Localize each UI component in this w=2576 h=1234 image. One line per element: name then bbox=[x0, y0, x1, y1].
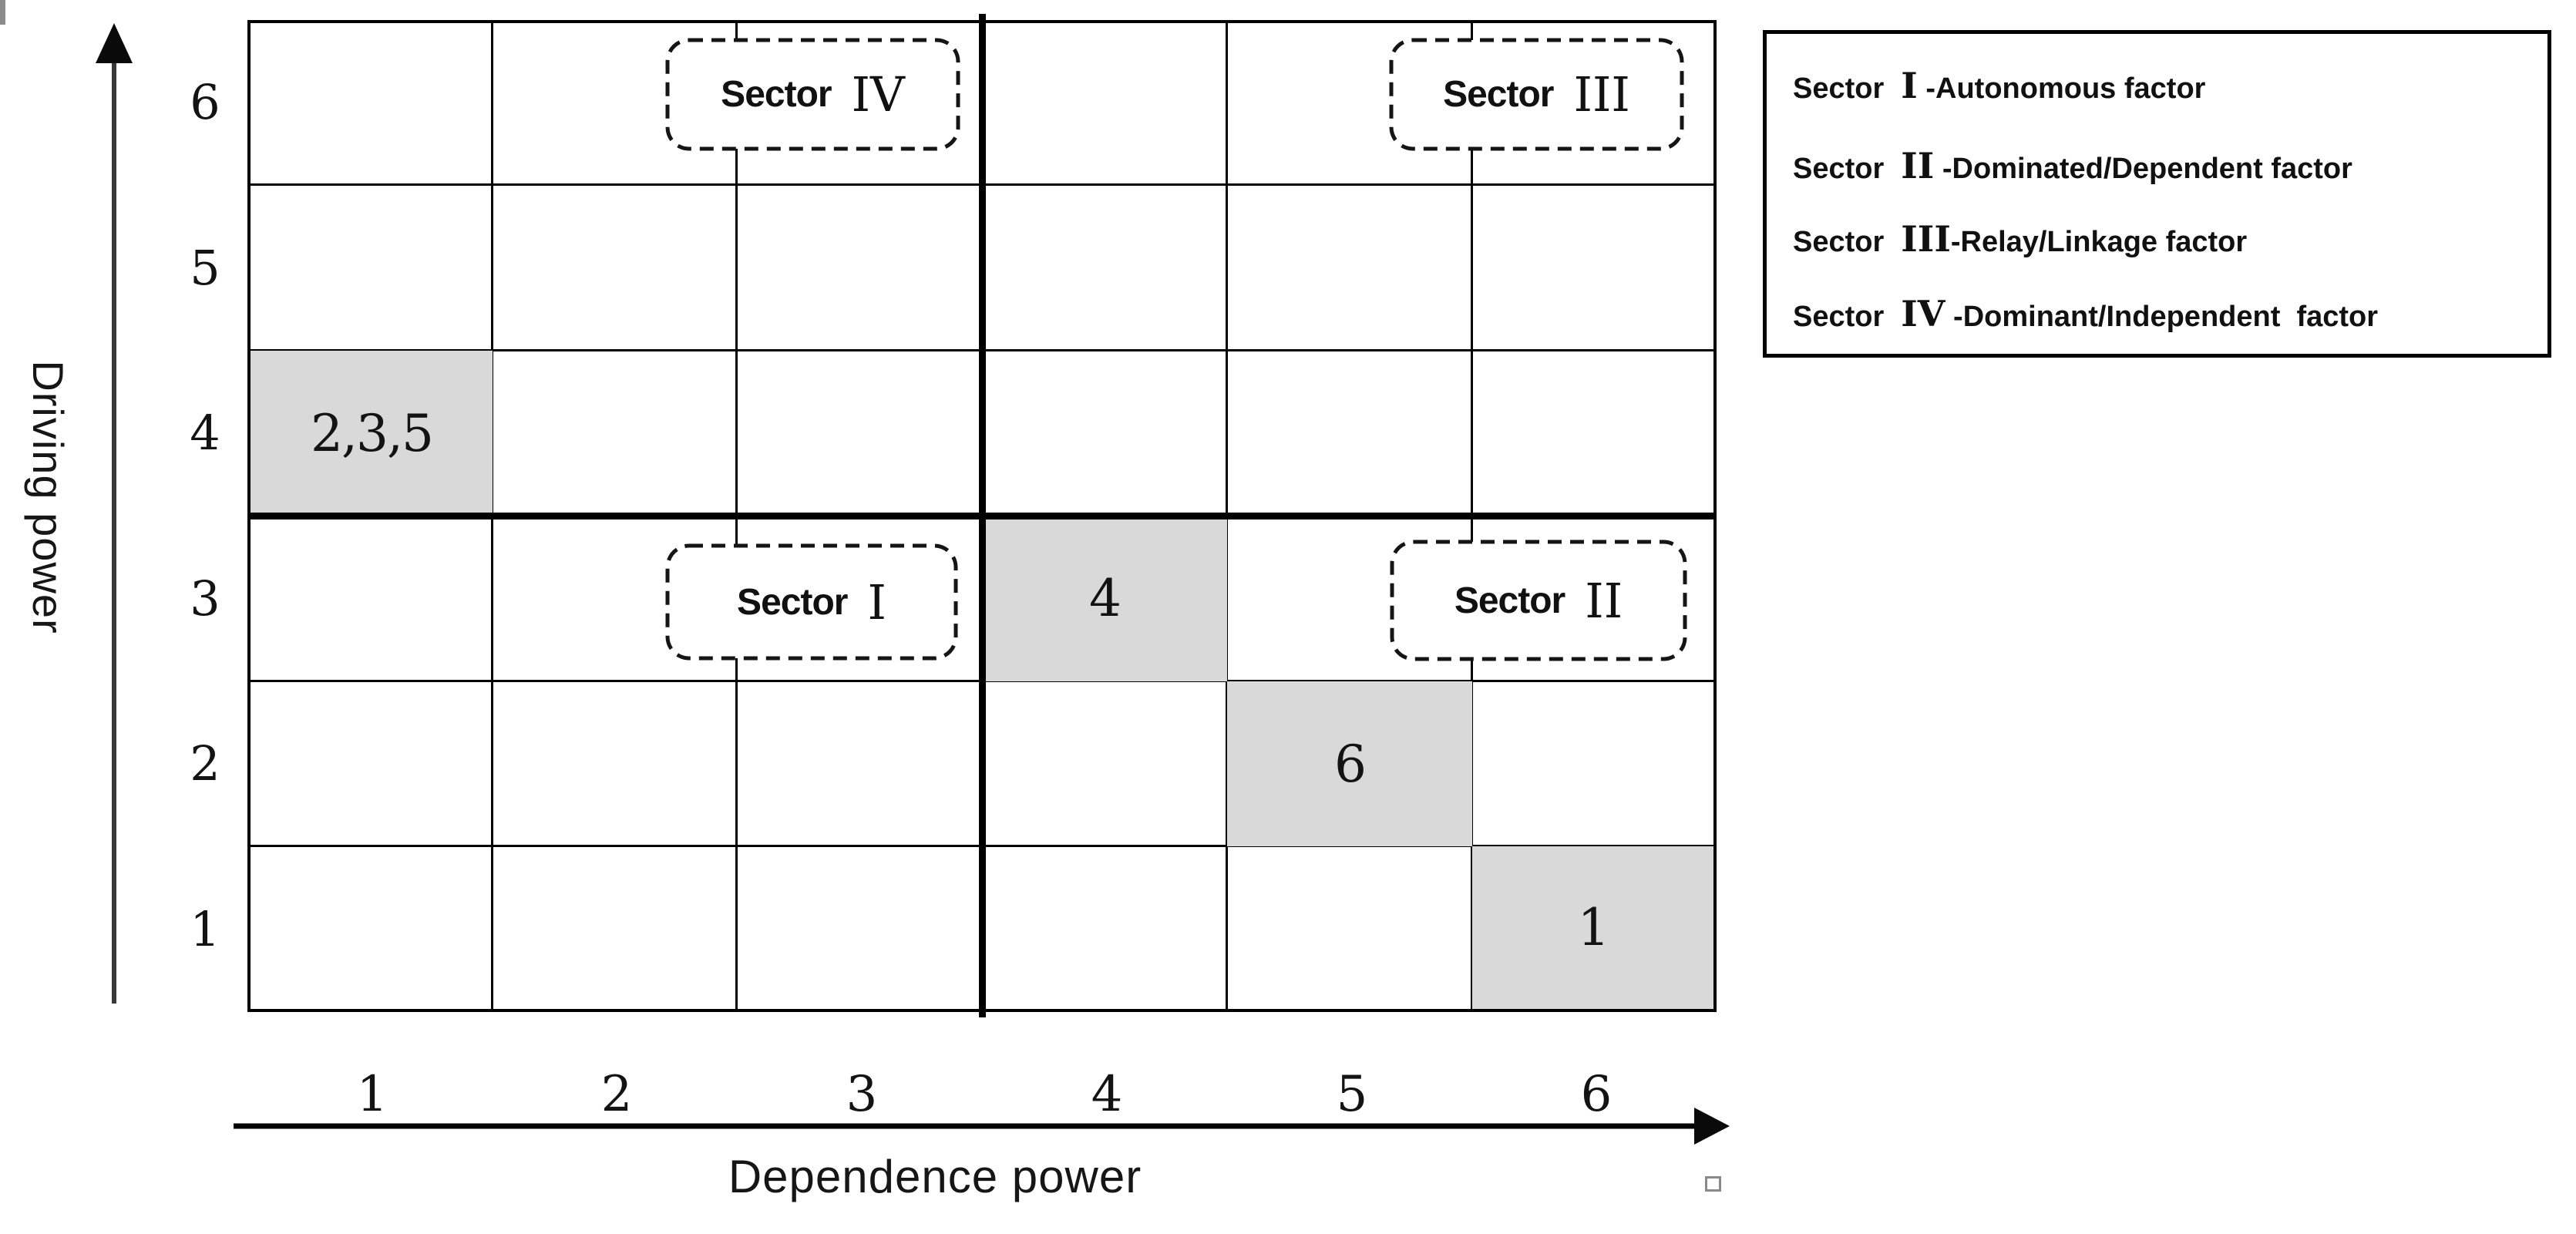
cell-factors-label: 1 bbox=[1577, 898, 1610, 957]
sector-legend: Sector I -Autonomous factor Sector II -D… bbox=[1763, 30, 2551, 358]
y-tick-4: 4 bbox=[190, 405, 220, 461]
sector-box-label: Sector bbox=[721, 74, 832, 115]
page-edge-artifact bbox=[0, 0, 5, 25]
sector-box-numeral: III bbox=[1573, 66, 1630, 123]
shaded-cell-dp1-dr4: 2,3,5 bbox=[251, 351, 493, 516]
sector-i-box: Sector I bbox=[665, 543, 958, 661]
x-tick-3: 3 bbox=[846, 1066, 878, 1123]
legend-item-sector-iv: Sector IV -Dominant/Independent factor bbox=[1793, 293, 2378, 336]
legend-text: -Autonomous factor bbox=[1917, 72, 2206, 105]
dashed-rounded-border bbox=[1389, 38, 1684, 151]
legend-prefix: Sector bbox=[1793, 301, 1885, 333]
sector-iv-box: Sector IV bbox=[665, 38, 960, 151]
legend-numeral: I bbox=[1901, 65, 1918, 106]
legend-prefix: Sector bbox=[1793, 226, 1885, 258]
sector-box-numeral: II bbox=[1585, 572, 1623, 629]
y-tick-3: 3 bbox=[190, 570, 220, 627]
x-tick-5: 5 bbox=[1336, 1066, 1368, 1123]
x-tick-6: 6 bbox=[1580, 1066, 1613, 1123]
sector-ii-box: Sector II bbox=[1390, 540, 1687, 661]
dashed-rounded-border bbox=[1390, 540, 1687, 661]
shaded-cell-dp6-dr1: 1 bbox=[1472, 846, 1713, 1009]
cell-factors-label: 4 bbox=[1089, 569, 1122, 628]
legend-prefix: Sector bbox=[1793, 153, 1885, 185]
y-axis-arrowhead-icon bbox=[96, 23, 133, 63]
dashed-rounded-border bbox=[665, 38, 960, 151]
legend-item-sector-i: Sector I -Autonomous factor bbox=[1793, 65, 2205, 108]
cell-factors-label: 6 bbox=[1334, 734, 1367, 794]
legend-text: -Relay/Linkage factor bbox=[1950, 226, 2248, 258]
shaded-cell-dp5-dr2: 6 bbox=[1227, 681, 1472, 846]
legend-numeral: III bbox=[1901, 218, 1951, 260]
legend-item-sector-ii: Sector II -Dominated/Dependent factor bbox=[1793, 145, 2352, 188]
sector-box-label: Sector bbox=[1454, 580, 1565, 621]
sector-box-numeral: IV bbox=[851, 66, 905, 123]
x-tick-2: 2 bbox=[600, 1066, 633, 1123]
x-tick-4: 4 bbox=[1091, 1066, 1123, 1123]
y-axis-title: Driving power bbox=[24, 360, 72, 634]
legend-text: -Dominated/Dependent factor bbox=[1934, 153, 2352, 185]
shaded-cell-dp4-dr3: 4 bbox=[982, 516, 1227, 681]
y-tick-5: 5 bbox=[190, 240, 220, 296]
anchor-marker-square bbox=[1705, 1176, 1721, 1192]
y-tick-1: 1 bbox=[190, 901, 220, 957]
sector-iii-box: Sector III bbox=[1389, 38, 1684, 151]
y-tick-2: 2 bbox=[190, 735, 220, 792]
legend-numeral: II bbox=[1901, 145, 1935, 187]
sector-box-label: Sector bbox=[1443, 74, 1554, 115]
cell-factors-label: 2,3,5 bbox=[311, 403, 434, 463]
dashed-rounded-border bbox=[665, 543, 958, 661]
x-axis-title: Dependence power bbox=[728, 1151, 1142, 1202]
legend-prefix: Sector bbox=[1793, 72, 1885, 105]
legend-text: -Dominant/Independent factor bbox=[1945, 301, 2379, 333]
legend-item-sector-iii: Sector III -Relay/Linkage factor bbox=[1793, 218, 2247, 261]
quadrant-divider-horizontal bbox=[247, 513, 1717, 519]
y-tick-6: 6 bbox=[190, 74, 220, 130]
x-axis-arrowhead-icon bbox=[1694, 1108, 1730, 1145]
x-tick-1: 1 bbox=[356, 1066, 388, 1123]
sector-box-numeral: I bbox=[867, 573, 886, 630]
legend-numeral: IV bbox=[1901, 293, 1945, 335]
sector-box-label: Sector bbox=[737, 581, 848, 623]
